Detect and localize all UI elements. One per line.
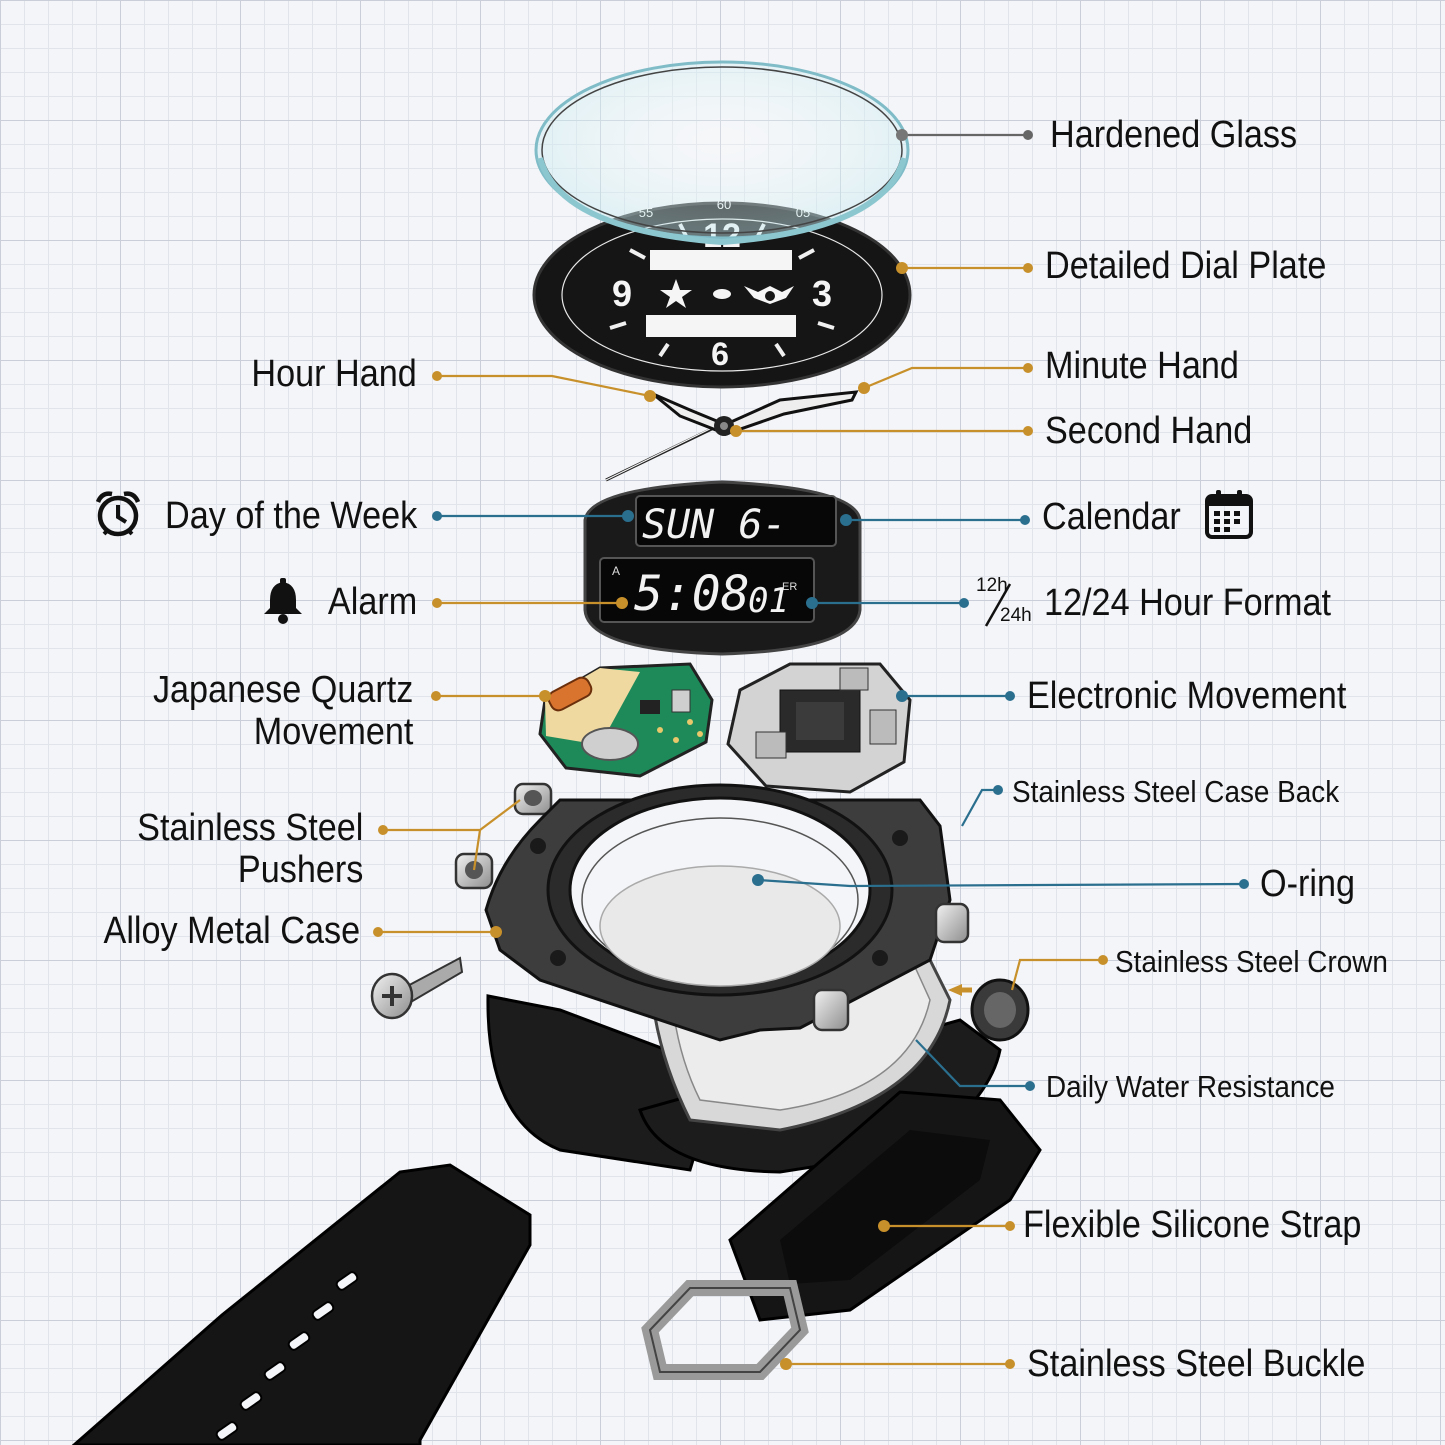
alarm-clock-icon <box>95 491 141 537</box>
display-day-date: SUN 6- <box>642 502 787 548</box>
dial-numeral-6: 6 <box>711 336 729 372</box>
strap-left <box>71 1163 532 1445</box>
label-pushers-line1: Stainless Steel <box>136 807 363 849</box>
quartz-movement <box>538 662 714 778</box>
label-hour-hand: Hour Hand <box>251 353 417 395</box>
format-icon-12h: 12h <box>976 575 1008 596</box>
format-icon-24h: 24h <box>1000 605 1032 626</box>
electronic-movement <box>726 662 912 794</box>
bell-icon <box>264 578 302 624</box>
dial-plate: 12 3 9 6 60 05 55 <box>532 197 912 389</box>
label-quartz-line2: Movement <box>253 711 413 753</box>
label-day-of-week: Day of the Week <box>164 495 417 537</box>
display-indicator-er: ER <box>782 581 797 593</box>
label-calendar: Calendar <box>1042 496 1181 538</box>
display-time: 5:08 <box>634 566 750 622</box>
star-icon <box>660 279 692 308</box>
label-quartz-movement: Japanese Quartz Movement <box>153 669 413 753</box>
leader-dots <box>373 129 1249 1370</box>
dial-numeral-3: 3 <box>812 273 832 314</box>
label-dial-plate: Detailed Dial Plate <box>1045 245 1327 287</box>
crown <box>948 978 1030 1042</box>
display-seconds: 01 <box>748 581 789 621</box>
eagle-emblem-icon <box>744 286 794 304</box>
label-alarm: Alarm <box>327 581 417 623</box>
watch-hands <box>605 390 859 482</box>
calendar-icon <box>1205 490 1253 539</box>
label-case-back: Stainless Steel Case Back <box>1012 774 1340 809</box>
label-electronic-movement: Electronic Movement <box>1027 675 1347 717</box>
digital-display-module: SUN 6- 5:08 01 A ER <box>583 480 862 656</box>
strap-right <box>728 1090 1042 1322</box>
label-water-resistance: Daily Water Resistance <box>1046 1069 1335 1104</box>
leader-lines <box>378 133 1245 1366</box>
label-pushers: Stainless Steel Pushers <box>137 807 363 891</box>
label-o-ring: O-ring <box>1260 863 1356 905</box>
label-crown: Stainless Steel Crown <box>1115 944 1388 979</box>
hardened-glass <box>534 60 910 246</box>
label-strap: Flexible Silicone Strap <box>1023 1204 1362 1246</box>
display-indicator-a: A <box>612 564 620 578</box>
label-alloy-case: Alloy Metal Case <box>103 910 360 952</box>
alloy-metal-case <box>484 783 1002 1174</box>
label-quartz-line1: Japanese Quartz <box>152 669 413 711</box>
label-second-hand: Second Hand <box>1045 410 1253 452</box>
buckle <box>641 1280 809 1380</box>
label-hardened-glass: Hardened Glass <box>1050 114 1298 156</box>
pushers <box>454 782 553 890</box>
screw <box>370 956 464 1020</box>
12h-24h-icon: 12h 24h <box>976 576 1038 630</box>
label-buckle: Stainless Steel Buckle <box>1027 1343 1366 1385</box>
label-pushers-line2: Pushers <box>237 849 363 891</box>
dial-numeral-9: 9 <box>612 273 632 314</box>
label-minute-hand: Minute Hand <box>1045 345 1239 387</box>
label-hour-format: 12/24 Hour Format <box>1044 582 1332 624</box>
